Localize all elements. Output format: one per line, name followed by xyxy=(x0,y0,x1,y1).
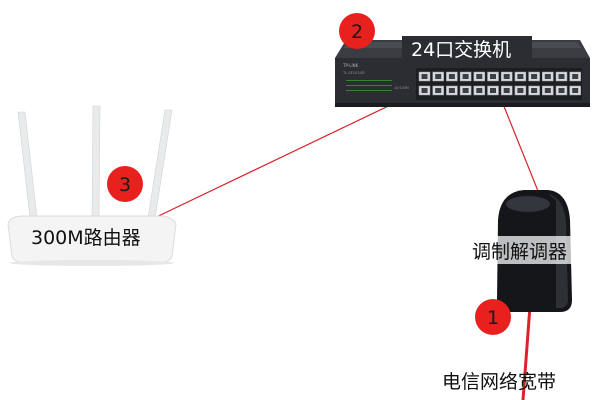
badge-3-number: 3 xyxy=(119,174,131,196)
switch-port-socket xyxy=(503,74,510,79)
router-antenna-middle xyxy=(91,105,101,217)
switch-port-socket xyxy=(517,74,524,79)
cable-switch-to-router xyxy=(147,87,427,222)
switch-port-socket xyxy=(558,74,565,79)
switch-port-socket xyxy=(558,88,565,93)
switch-port-socket xyxy=(476,88,483,93)
switch-brand-text: TP-LINK xyxy=(342,63,359,68)
switch-port-socket xyxy=(448,88,455,93)
router-antenna-right xyxy=(147,109,173,219)
switch-port-socket xyxy=(572,88,579,93)
badge-2-circle xyxy=(339,13,375,49)
badge-2-number: 2 xyxy=(351,21,363,43)
switch-speed-text: 10/100M xyxy=(394,86,409,90)
badge-1-number: 1 xyxy=(487,307,499,329)
badge-1-circle xyxy=(475,299,511,335)
switch-port-socket xyxy=(503,88,510,93)
badge-3-circle xyxy=(107,166,143,202)
modem-label: 调制解调器 xyxy=(472,241,567,263)
router-shadow xyxy=(10,260,174,266)
switch-port-socket xyxy=(544,88,551,93)
switch-port-socket xyxy=(517,88,524,93)
switch-port-socket xyxy=(435,88,442,93)
switch-model-text: TL-SF1024D xyxy=(342,71,365,75)
switch-ports xyxy=(418,71,581,96)
router-device: 300M路由器 3 xyxy=(7,105,177,266)
switch-device: TP-LINK TL-SF1024D 10/100M 24口交换机 2 xyxy=(335,13,590,107)
modem-label-backdrop xyxy=(468,236,584,264)
switch-port-socket xyxy=(421,88,428,93)
switch-port-socket xyxy=(476,74,483,79)
switch-label: 24口交换机 xyxy=(411,39,511,61)
router-antenna-left xyxy=(17,111,38,219)
switch-port-socket xyxy=(448,74,455,79)
modem-top-gloss xyxy=(506,196,550,212)
switch-port-socket xyxy=(531,88,538,93)
cable-switch-to-modem xyxy=(498,93,539,192)
switch-label-backdrop xyxy=(402,36,532,62)
switch-port-socket xyxy=(490,74,496,79)
cable-layer xyxy=(147,87,539,400)
switch-bottom-edge xyxy=(335,103,590,107)
switch-port-socket xyxy=(421,74,428,79)
isp-label: 电信网络宽带 xyxy=(442,371,556,393)
modem-device: 调制解调器 1 xyxy=(468,190,584,335)
switch-status-leds xyxy=(346,80,392,91)
router-body xyxy=(7,215,177,263)
switch-port-socket xyxy=(435,74,442,79)
switch-port-socket xyxy=(544,74,551,79)
router-label: 300M路由器 xyxy=(31,227,141,249)
switch-port-socket xyxy=(572,74,579,79)
switch-port-socket xyxy=(490,88,496,93)
switch-port-socket xyxy=(462,74,469,79)
switch-port-socket xyxy=(462,88,469,93)
cable-modem-to-isp xyxy=(521,305,532,400)
switch-port-socket xyxy=(531,74,538,79)
